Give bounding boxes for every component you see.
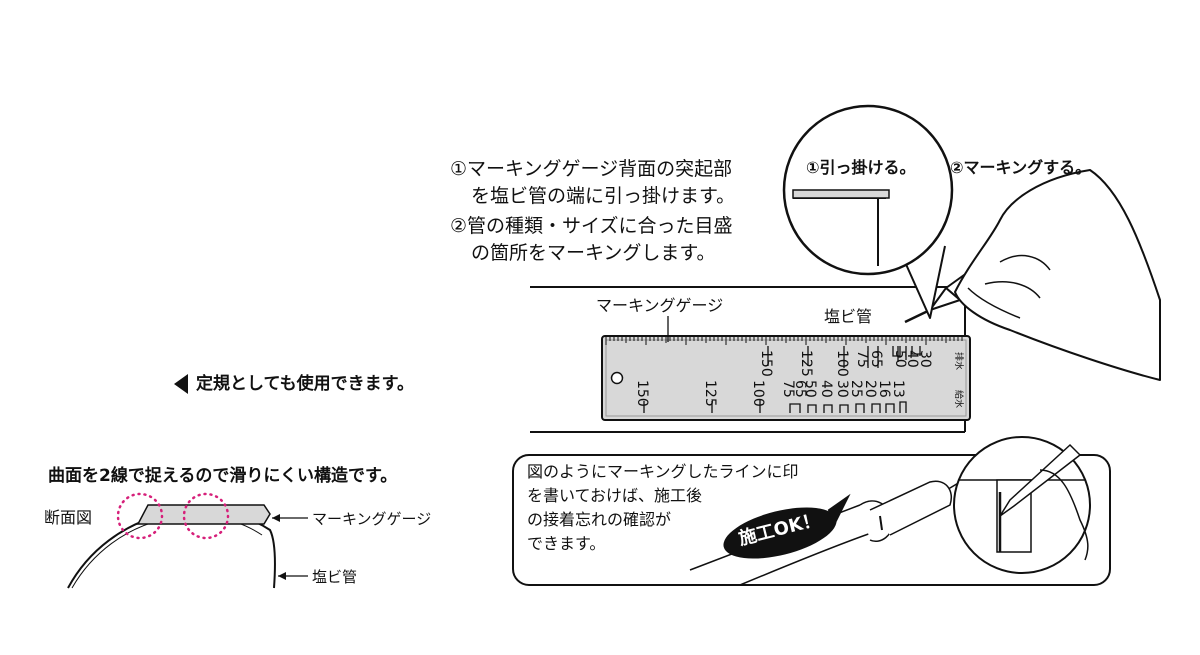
scale-bottom-16: 16 bbox=[876, 380, 892, 398]
scale-bottom-100: 100 bbox=[750, 380, 766, 407]
scale-bottom-13: 13 bbox=[890, 380, 906, 398]
side-note-arrow-icon bbox=[174, 374, 188, 394]
scale-top-30: 30 bbox=[917, 350, 933, 368]
callout-label-hook: ①引っ掛ける。 bbox=[806, 158, 916, 177]
pen-hand-illustration bbox=[904, 169, 1161, 381]
zoom-callout bbox=[782, 104, 954, 319]
contact-point-left bbox=[116, 492, 164, 540]
contact-point-right bbox=[182, 492, 230, 540]
gauge-label: マーキングゲージ bbox=[596, 296, 724, 315]
ruler-scene: 150 125 100 75 65 50 40 30 排水 150 125 10… bbox=[530, 104, 1161, 433]
cross-section-label: 断面図 bbox=[44, 508, 93, 527]
side-note-text: 定規としても使用できます。 bbox=[196, 374, 414, 394]
pen-nib bbox=[904, 308, 931, 324]
step1-line1: ①マーキングゲージ背面の突起部 bbox=[450, 158, 733, 180]
badge-bubble bbox=[723, 507, 837, 559]
gauge-bottom-scale: 150 125 100 75 65 50 40 30 25 20 16 13 給… bbox=[634, 380, 965, 408]
gauge-step-marks-bottom bbox=[643, 400, 907, 413]
scale-top-40: 40 bbox=[904, 350, 920, 368]
scale-top-125: 125 bbox=[798, 350, 814, 377]
tip-line4: できます。 bbox=[527, 534, 606, 553]
hand-fingers bbox=[984, 254, 1051, 299]
scale-top-150: 150 bbox=[758, 350, 774, 377]
scale-bottom-20: 20 bbox=[862, 380, 878, 398]
cross-section-gauge-label: マーキングゲージ bbox=[312, 510, 432, 528]
gauge-body bbox=[601, 335, 971, 421]
callout-label-mark: ②マーキングする。 bbox=[950, 158, 1092, 177]
scale-bottom-150: 150 bbox=[634, 380, 650, 407]
tip-pen bbox=[999, 443, 1082, 517]
scale-bottom-50: 50 bbox=[802, 380, 818, 398]
gauge-step-marks-top bbox=[767, 346, 922, 368]
pen-tip bbox=[929, 287, 961, 311]
scale-bottom-30: 30 bbox=[834, 380, 850, 398]
step1-line2: を塩ビ管の端に引っ掛けます。 bbox=[471, 185, 736, 207]
scale-bottom-25: 25 bbox=[848, 380, 864, 398]
scale-top-100: 100 bbox=[834, 350, 850, 377]
scale-bottom-65: 65 bbox=[792, 380, 808, 398]
tip-line3: の接着忘れの確認が bbox=[527, 510, 672, 529]
pipe-label: 塩ビ管 bbox=[824, 307, 873, 326]
tip-box bbox=[512, 436, 1111, 586]
gauge-hole bbox=[610, 371, 624, 385]
scale-bottom-tag: 給水 bbox=[953, 390, 965, 408]
hand bbox=[954, 169, 1161, 381]
badge-group bbox=[723, 493, 851, 559]
zoom-gauge-edge bbox=[792, 189, 890, 199]
scale-bottom-75: 75 bbox=[780, 380, 796, 398]
scale-top-65: 65 bbox=[868, 350, 884, 368]
step2-line1: ②管の種類・サイズに合った目盛 bbox=[450, 215, 733, 237]
gauge-tick-marks bbox=[605, 337, 963, 345]
gauge-top-scale: 150 125 100 75 65 50 40 30 排水 bbox=[758, 350, 965, 377]
scale-top-75: 75 bbox=[854, 350, 870, 368]
cross-section-heading: 曲面を2線で捉えるので滑りにくい構造です。 bbox=[48, 466, 398, 486]
cross-section-gauge bbox=[136, 504, 271, 525]
tip-line1: 図のようにマーキングしたラインに印 bbox=[527, 462, 799, 481]
scale-top-50: 50 bbox=[892, 350, 908, 368]
scale-bottom-40: 40 bbox=[818, 380, 834, 398]
scale-top-tag: 排水 bbox=[953, 352, 965, 370]
tip-line2: を書いておけば、施工後 bbox=[527, 486, 703, 505]
cross-section-pipe-label: 塩ビ管 bbox=[312, 568, 358, 586]
tip-hand bbox=[1039, 469, 1089, 561]
cross-section-diagram bbox=[67, 492, 308, 589]
scale-bottom-125: 125 bbox=[702, 380, 718, 407]
step2-line2: の箇所をマーキングします。 bbox=[471, 242, 716, 264]
